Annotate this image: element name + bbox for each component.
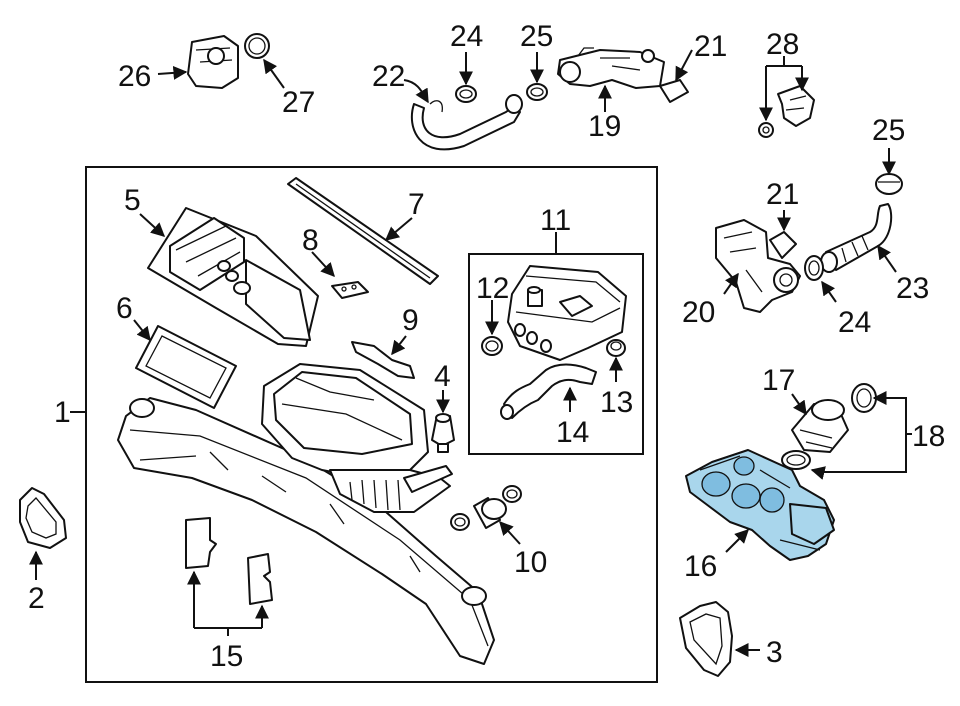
part-11-subassembly bbox=[507, 265, 627, 361]
callout-1: 1 bbox=[54, 396, 71, 429]
callout-26: 26 bbox=[118, 60, 151, 93]
part-7-seal-strip bbox=[287, 177, 439, 285]
callout-11: 11 bbox=[540, 204, 571, 237]
part-14-hose bbox=[500, 363, 597, 420]
part-8-bracket bbox=[331, 281, 369, 299]
part-22-hose bbox=[410, 94, 523, 151]
callout-6: 6 bbox=[116, 292, 133, 325]
callout-4: 4 bbox=[434, 360, 451, 393]
callout-10: 10 bbox=[514, 546, 547, 579]
part-13-plug bbox=[606, 339, 626, 357]
callout-14: 14 bbox=[556, 416, 589, 449]
part-24-clamp-right bbox=[804, 255, 824, 281]
part-26-sensor bbox=[187, 35, 239, 89]
callout-25-top: 25 bbox=[520, 20, 553, 53]
callout-23: 23 bbox=[896, 272, 929, 305]
callout-21-right: 21 bbox=[766, 178, 799, 211]
callout-25-right: 25 bbox=[872, 114, 905, 147]
part-4-sensor bbox=[431, 413, 455, 453]
part-23-hose-right bbox=[820, 203, 893, 273]
leader-lines bbox=[29, 49, 912, 657]
callout-5: 5 bbox=[124, 184, 141, 217]
callout-28: 28 bbox=[766, 28, 799, 61]
part-25-cap-right bbox=[875, 173, 903, 195]
part-20-connector-right bbox=[715, 219, 801, 313]
callout-24-top: 24 bbox=[450, 20, 483, 53]
main-assembly-frame bbox=[85, 166, 658, 683]
callout-21-top: 21 bbox=[694, 30, 727, 63]
part-25-clamp-top bbox=[526, 83, 548, 101]
part-9-bracket bbox=[351, 341, 415, 379]
callout-20: 20 bbox=[682, 296, 715, 329]
callout-19: 19 bbox=[588, 110, 621, 143]
callout-labels: 26 27 22 24 25 19 21 28 25 21 23 24 20 5… bbox=[28, 20, 945, 673]
part-19-connector bbox=[557, 47, 665, 89]
part-21-gasket-top bbox=[659, 79, 689, 103]
callout-27: 27 bbox=[282, 86, 315, 119]
part-17-coupler bbox=[791, 399, 849, 453]
part-28-sensor bbox=[758, 85, 815, 138]
part-24-clamp-top bbox=[455, 85, 477, 103]
callout-22: 22 bbox=[372, 60, 405, 93]
part-3-gasket bbox=[679, 601, 733, 677]
callout-2: 2 bbox=[28, 582, 45, 615]
part-10-coupler bbox=[450, 485, 522, 531]
callout-9: 9 bbox=[402, 304, 419, 337]
part-27-seal bbox=[244, 33, 270, 59]
callout-8: 8 bbox=[302, 224, 319, 257]
part-5-resonator bbox=[147, 207, 319, 347]
callout-17: 17 bbox=[762, 364, 795, 397]
part-2-gasket bbox=[19, 487, 67, 549]
callout-3: 3 bbox=[766, 636, 783, 669]
callout-16: 16 bbox=[684, 550, 717, 583]
callout-12: 12 bbox=[476, 272, 509, 305]
part-16-throttle-body-highlighted bbox=[685, 449, 835, 561]
callout-18: 18 bbox=[912, 420, 945, 453]
callout-7: 7 bbox=[408, 188, 425, 221]
part-12-seal bbox=[481, 336, 503, 356]
part-1-air-cleaner-housing bbox=[117, 363, 495, 665]
callout-15: 15 bbox=[210, 640, 243, 673]
part-18-clamps bbox=[781, 383, 877, 470]
part-15-labels bbox=[185, 517, 273, 605]
callout-24-right: 24 bbox=[838, 306, 871, 339]
part-21-gasket-right bbox=[769, 231, 797, 259]
part-6-air-filter bbox=[135, 325, 237, 409]
callout-13: 13 bbox=[600, 386, 633, 419]
